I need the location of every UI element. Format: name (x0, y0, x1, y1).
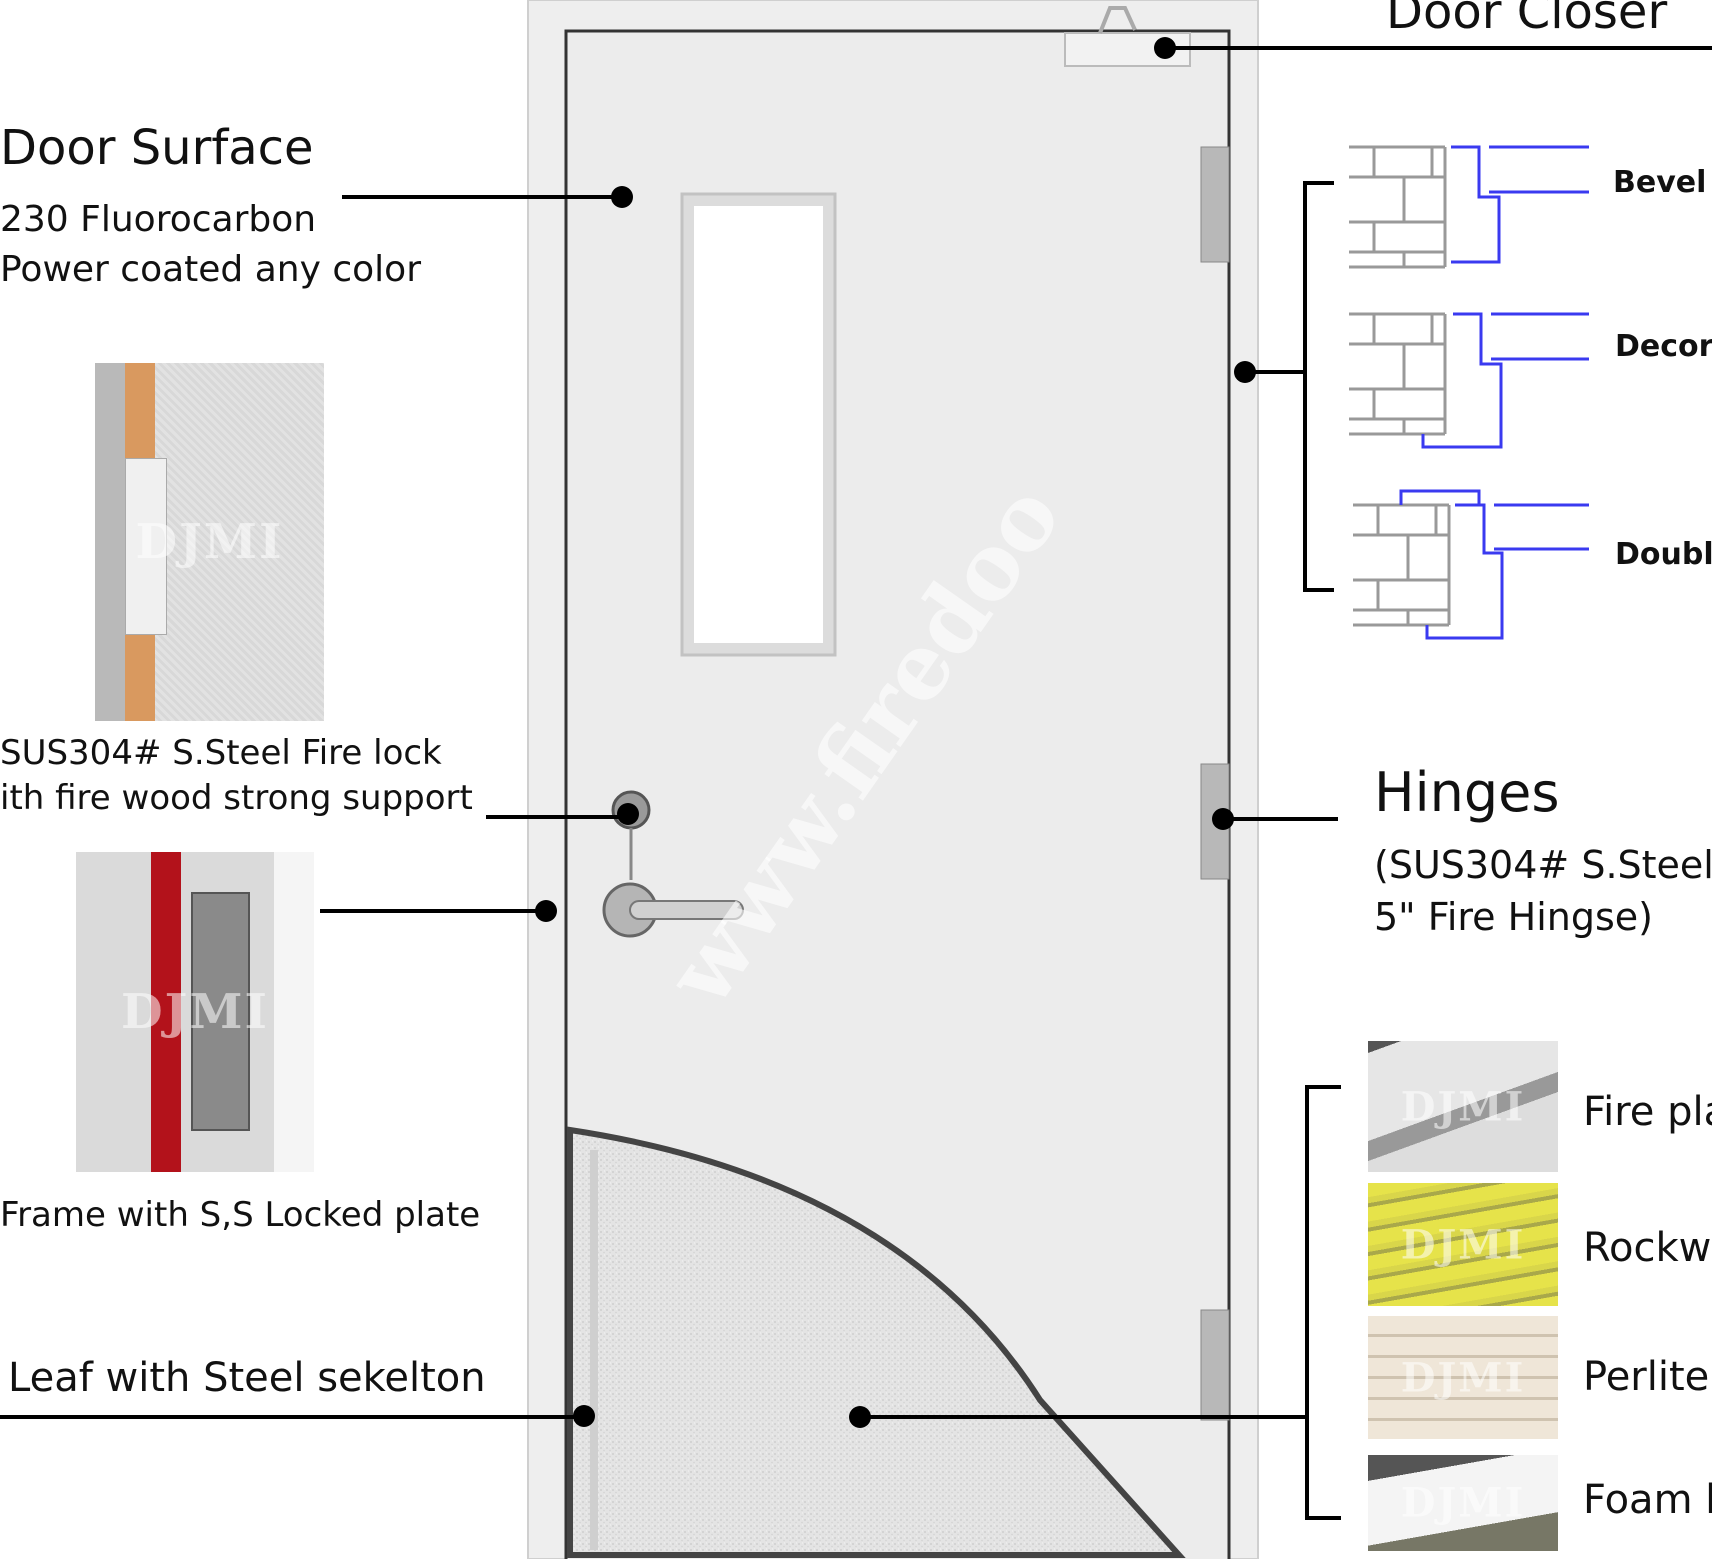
brand-watermark: DJMI (121, 984, 269, 1040)
core-cutaway (567, 1126, 1186, 1558)
hinges-title: Hinges (1374, 761, 1560, 824)
hinges-line2: 5" Fire Hingse) (1374, 895, 1653, 939)
frame-plate-photo: DJMI (76, 852, 314, 1172)
frame-plate-label: Frame with S,S Locked plate (0, 1195, 481, 1235)
brand-watermark: DJMI (1400, 1479, 1526, 1527)
core-photo-foam: DJMI (1368, 1455, 1558, 1551)
door-surface-title: Door Surface (0, 120, 314, 176)
door-handle-icon (602, 790, 744, 938)
core-photo-fire-plate: DJMI (1368, 1041, 1558, 1172)
frame-type-bevel: Bevel F (1613, 165, 1712, 200)
core-photo-rockwool: DJMI (1368, 1183, 1558, 1306)
hinges-line1: (SUS304# S.Steel (1374, 843, 1712, 887)
core-perlite-label: Perlite (1583, 1354, 1710, 1400)
core-photo-perlite: DJMI (1368, 1316, 1558, 1439)
frame-type-double: Double (1615, 537, 1712, 572)
door-surface-line2: Power coated any color (0, 249, 421, 290)
brand-watermark: DJMI (1400, 1221, 1526, 1268)
brand-watermark: DJMI (135, 514, 284, 570)
core-foam-label: Foam b (1583, 1477, 1712, 1523)
leader-dots (535, 37, 1256, 1428)
door-closer-label: Door Closer (1386, 0, 1668, 40)
brand-watermark: DJMI (1400, 1354, 1526, 1401)
brand-watermark: DJMI (1400, 1083, 1526, 1130)
core-rockwool-label: Rockw (1583, 1225, 1712, 1271)
frame-profile-diagrams (1349, 145, 1589, 640)
door-surface-line1: 230 Fluorocarbon (0, 199, 317, 240)
leaf-label: Leaf with Steel sekelton (8, 1355, 486, 1401)
fire-lock-line2: ith fire wood strong support (0, 778, 473, 818)
fire-lock-line1: SUS304# S.Steel Fire lock (0, 733, 442, 773)
frame-type-decorative: Decora (1615, 329, 1712, 364)
core-fire-plate-label: Fire pla (1583, 1089, 1712, 1135)
fire-lock-photo: DJMI (95, 363, 324, 721)
